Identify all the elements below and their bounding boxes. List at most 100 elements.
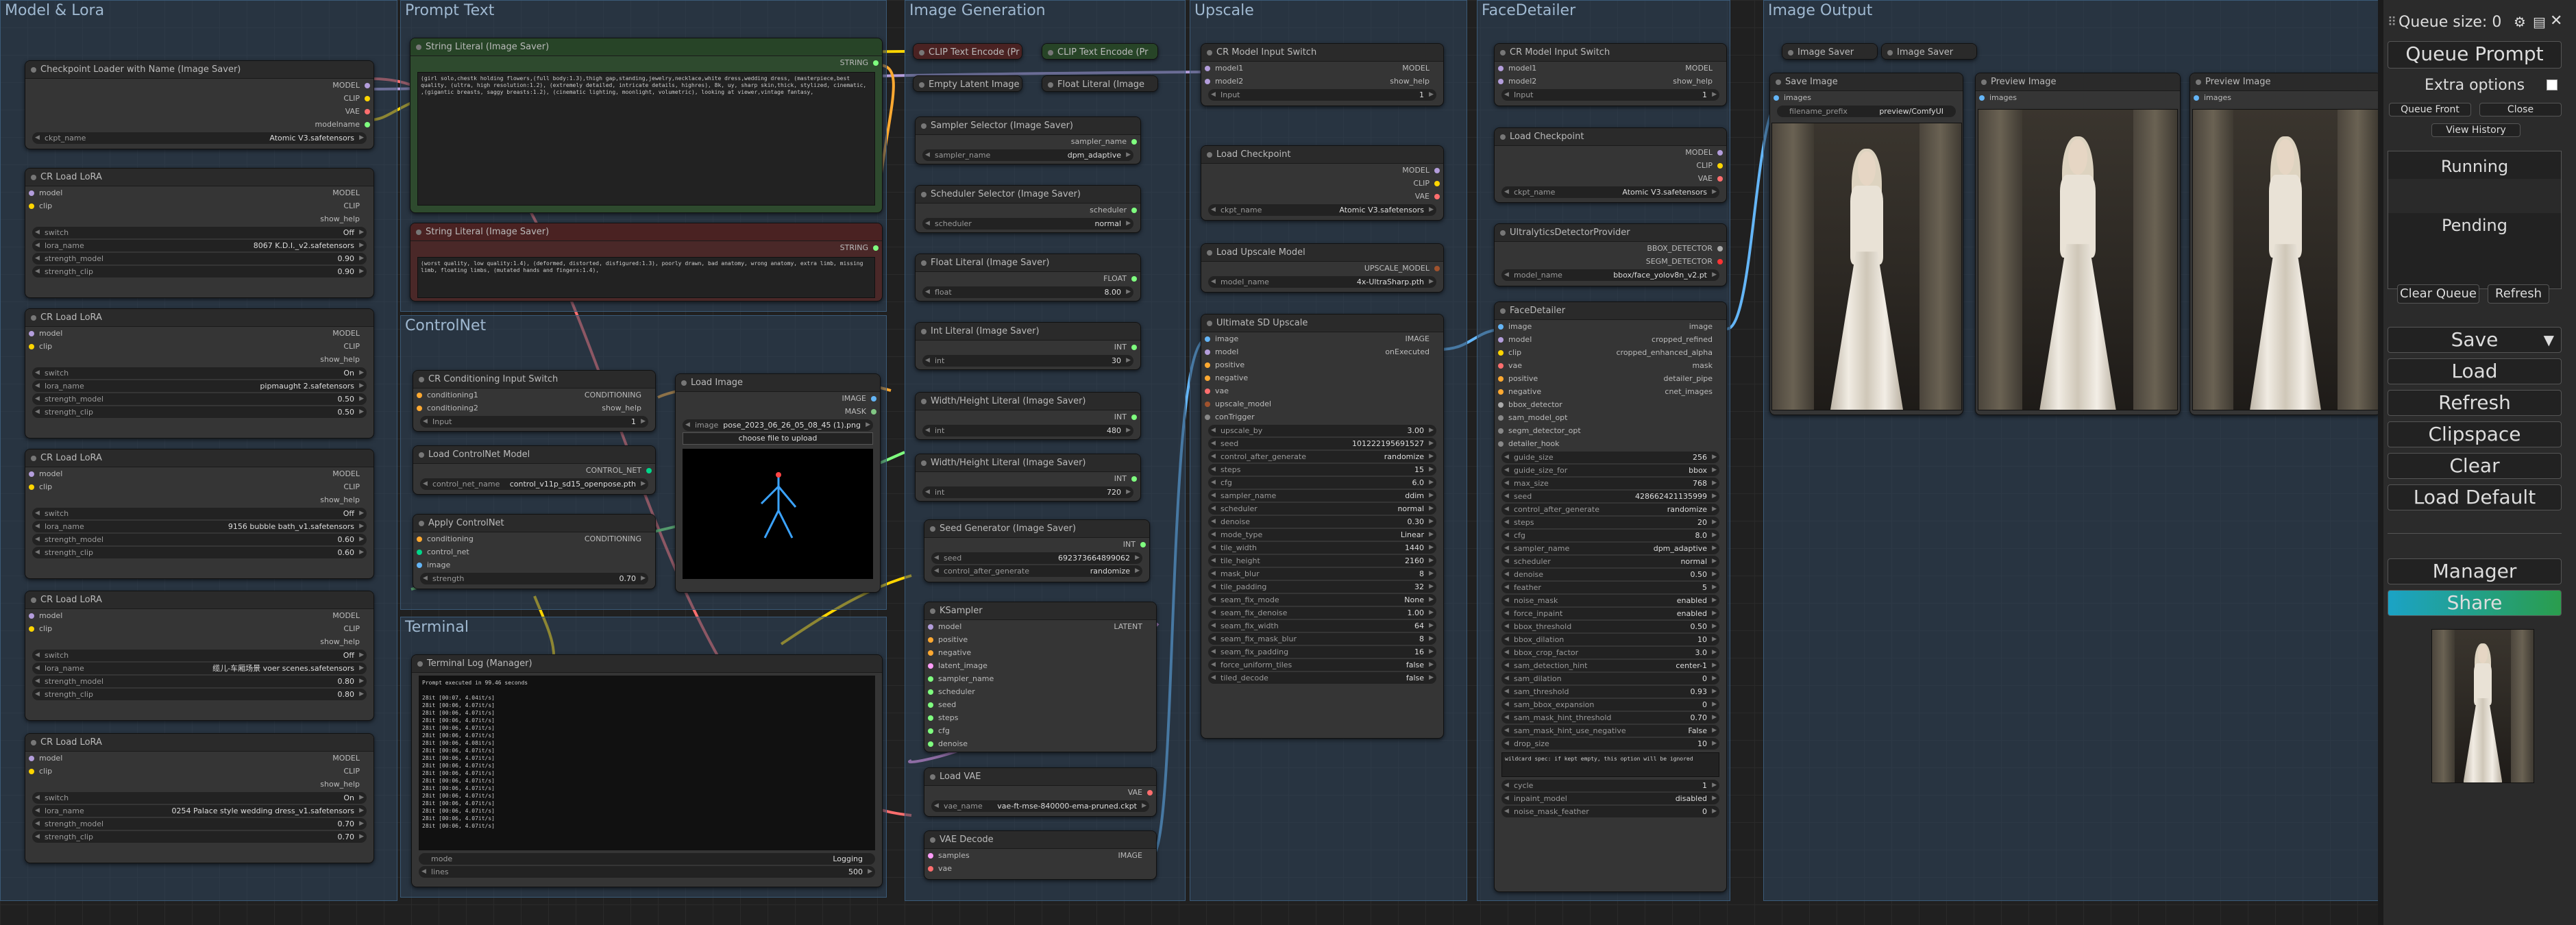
clipspace-button[interactable]: Clipspace [2388, 421, 2562, 447]
output-model[interactable]: MODEL [1201, 164, 1443, 177]
input-vae[interactable]: vae [924, 862, 1156, 875]
output-string[interactable]: STRING [410, 56, 882, 69]
input-bbox-detector[interactable]: bbox_detector [1495, 398, 1726, 411]
output-string[interactable]: STRING [410, 241, 882, 254]
input-denoise[interactable]: denoise [924, 737, 1156, 750]
output-clip[interactable]: CLIP [1495, 159, 1726, 172]
preview-image-node-2[interactable]: Preview Image images [2189, 73, 2378, 415]
output-upscale-model[interactable]: UPSCALE_MODEL [1201, 262, 1443, 275]
clip-text-encode-positive-node[interactable]: CLIP Text Encode (Pr [913, 43, 1022, 60]
manager-button[interactable]: Manager [2388, 558, 2562, 584]
show-help-output[interactable]: show_help [320, 780, 360, 789]
input-conTrigger[interactable]: conTrigger [1201, 410, 1443, 423]
positive-prompt-node[interactable]: String Literal (Image Saver) STRING (gir… [410, 38, 883, 213]
output-vae[interactable]: VAE [1495, 172, 1726, 185]
gear-icon[interactable]: ⚙ [2514, 14, 2526, 30]
float-literal-small-node[interactable]: Float Literal (Image [1042, 75, 1158, 92]
input-sampler_name[interactable]: sampler_name [924, 672, 1156, 685]
input-seed[interactable]: seed [924, 698, 1156, 711]
sampler-selector-node[interactable]: Sampler Selector (Image Saver) sampler_n… [915, 116, 1141, 164]
output-bbox-detector[interactable]: BBOX_DETECTOR [1495, 242, 1726, 255]
refresh-queue-button[interactable]: Refresh [2488, 284, 2549, 304]
input-image[interactable]: image [413, 558, 655, 571]
fd-load-checkpoint-node[interactable]: Load Checkpoint MODEL CLIP VAE ckpt_name… [1494, 127, 1727, 203]
control-net-name-widget[interactable]: control_net_namecontrol_v11p_sd15_openpo… [420, 478, 648, 490]
input-images[interactable]: images [1976, 91, 2180, 104]
image-saver-node-b[interactable]: Image Saver [1881, 43, 1977, 60]
checkpoint-loader-node[interactable]: Checkpoint Loader with Name (Image Saver… [25, 60, 374, 149]
output-clip[interactable]: CLIP [1201, 177, 1443, 190]
chart-icon[interactable]: ▤ [2533, 14, 2546, 30]
share-button[interactable]: Share [2388, 590, 2562, 616]
load-upscale-model-node[interactable]: Load Upscale Model UPSCALE_MODEL model_n… [1201, 243, 1444, 293]
queue-front-button[interactable]: Queue Front [2389, 103, 2471, 116]
input-upscale_model[interactable]: upscale_model [1201, 397, 1443, 410]
show-help-output[interactable]: show_help [320, 355, 360, 364]
close-icon[interactable]: ✕ [2550, 12, 2563, 29]
wildcard-textarea[interactable]: wildcard spec: if kept empty, this optio… [1501, 752, 1719, 777]
output-control-net[interactable]: CONTROL_NET [413, 464, 655, 477]
positive-prompt-text[interactable]: (girl solo,chestk holding flowers,(full … [417, 72, 875, 206]
usd-upscale-by-widget[interactable]: upscale_by3.00 [1208, 425, 1436, 436]
output-sampler-name[interactable]: sampler_name [916, 135, 1140, 148]
refresh-button[interactable]: Refresh [2388, 390, 2562, 416]
upscale-load-checkpoint-node[interactable]: Load Checkpoint MODEL CLIP VAE ckpt_name… [1201, 145, 1444, 221]
show-help-output[interactable]: show_help [320, 495, 360, 504]
output-model[interactable]: MODEL [1495, 146, 1726, 159]
terminal-log-node[interactable]: Terminal Log (Manager) Prompt executed i… [411, 654, 883, 887]
output-mask[interactable]: MASK [676, 405, 880, 418]
thumbnail-image[interactable] [2431, 629, 2534, 783]
output-model[interactable]: MODEL [25, 79, 373, 92]
output-image[interactable]: IMAGE [676, 392, 880, 405]
